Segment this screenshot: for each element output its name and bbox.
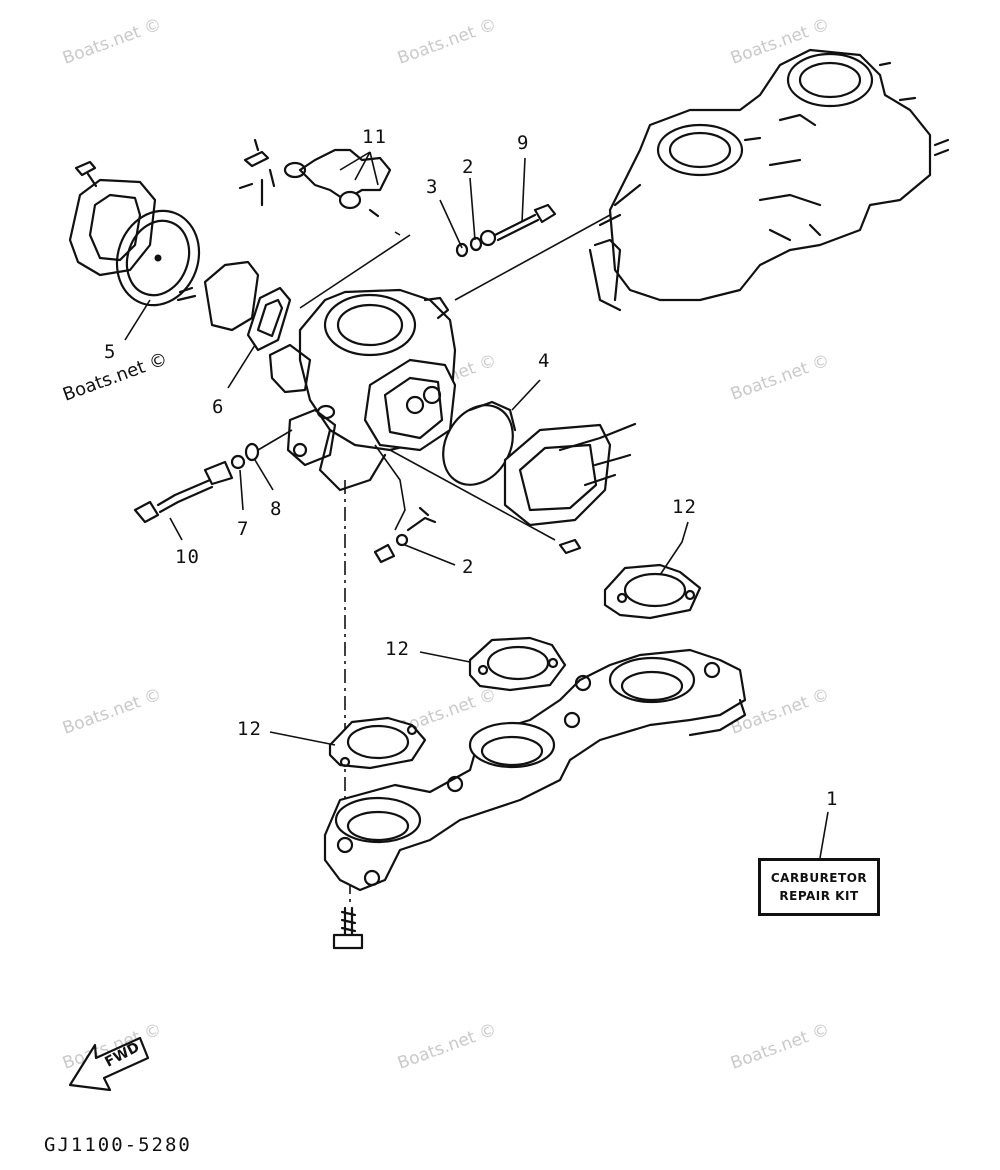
carburetor-assembly-rear: [588, 48, 950, 312]
pump-cover: [503, 422, 637, 555]
item-12-gasket: [328, 716, 427, 770]
cap-part: [203, 260, 260, 332]
leader-line: [511, 379, 541, 411]
leader-line: [521, 157, 526, 223]
items-2-3-9-screws: [455, 203, 557, 258]
callout-1: 1: [826, 788, 839, 810]
callout-11: 11: [362, 126, 387, 148]
leader-line: [439, 199, 463, 249]
item-6-gasket: [246, 286, 292, 352]
leader-line: [254, 459, 274, 491]
leader-line: [659, 521, 689, 576]
diagram-code: GJ1100-5280: [44, 1134, 192, 1156]
callout-12: 12: [385, 638, 410, 660]
item-11-small-parts: [238, 138, 392, 218]
callout-4: 4: [538, 350, 551, 372]
carburetor-repair-kit-box: CARBURETOR REPAIR KIT: [758, 858, 880, 916]
callout-6: 6: [212, 396, 225, 418]
leader-line: [339, 151, 379, 186]
item-5-diaphragm-cover: [68, 160, 201, 307]
fwd-arrow-icon: [68, 1036, 150, 1092]
kit-box-line-1: CARBURETOR: [770, 871, 868, 885]
intake-manifold: [323, 648, 747, 892]
leader-line: [819, 811, 829, 859]
alignment-line: [454, 214, 611, 301]
alignment-line: [299, 231, 411, 309]
leader-line: [419, 651, 471, 663]
item-12-gasket: [468, 636, 567, 692]
callout-8: 8: [270, 498, 283, 520]
kit-box-line-2: REPAIR KIT: [779, 889, 859, 903]
alignment-line: [374, 444, 406, 531]
main-carburetor-body: [268, 288, 457, 492]
alignment-line: [257, 429, 293, 451]
leader-line: [469, 177, 476, 241]
items-7-8-10-screws: [133, 442, 260, 524]
callout-12: 12: [237, 718, 262, 740]
item-2-lower-screws: [373, 506, 437, 564]
callout-7: 7: [237, 518, 250, 540]
callout-12: 12: [672, 496, 697, 518]
leader-line: [124, 299, 151, 341]
leader-line: [239, 469, 244, 511]
leader-line: [269, 731, 336, 746]
bolt: [332, 906, 364, 950]
callout-10: 10: [175, 546, 200, 568]
callout-2: 2: [462, 556, 475, 578]
item-4-diaphragm: [442, 400, 517, 486]
leader-line: [169, 517, 183, 541]
alignment-line: [389, 449, 556, 541]
callout-2: 2: [462, 156, 475, 178]
leader-line: [404, 544, 456, 566]
callout-5: 5: [104, 341, 117, 363]
item-12-gasket: [603, 563, 702, 620]
callout-9: 9: [517, 132, 530, 154]
leader-line: [227, 344, 256, 389]
callout-3: 3: [426, 176, 439, 198]
